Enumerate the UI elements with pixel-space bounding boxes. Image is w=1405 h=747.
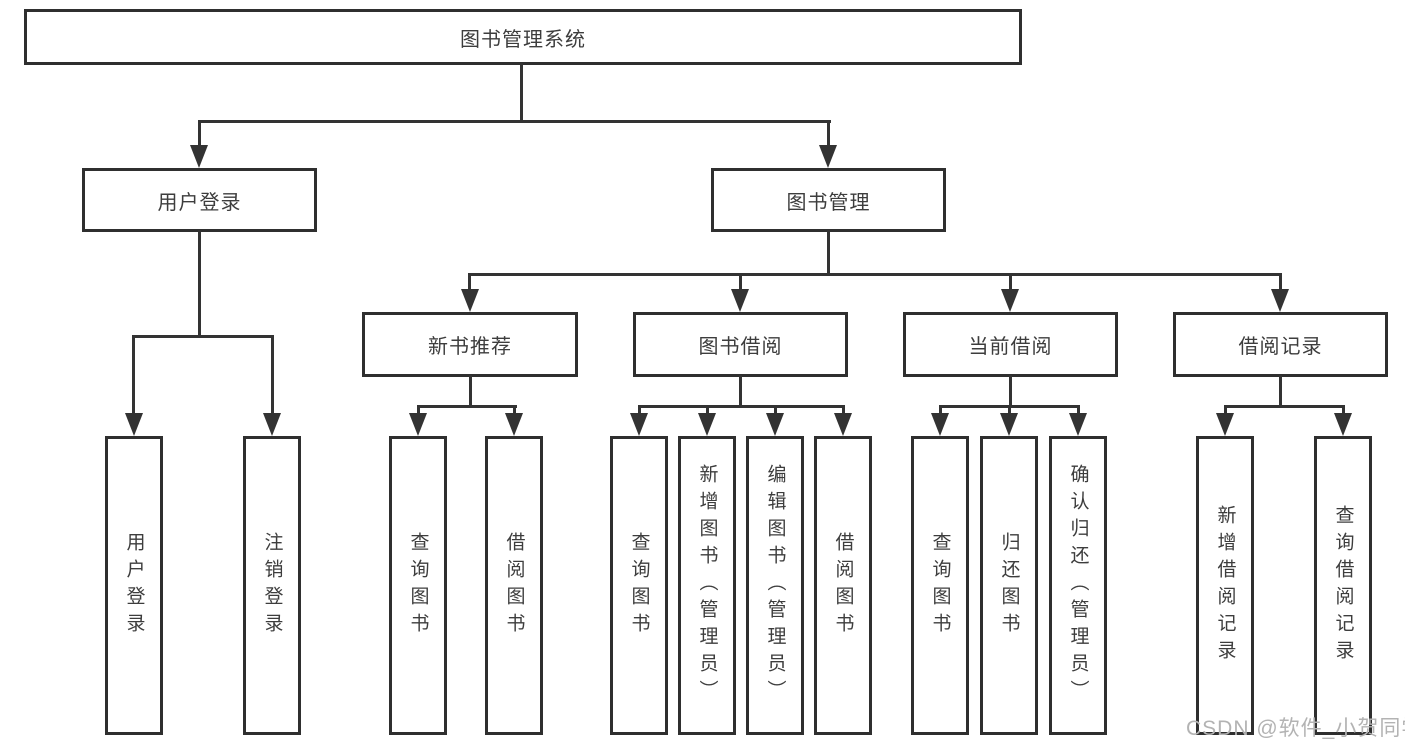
- connector-line: [1279, 375, 1282, 407]
- csdn-watermark: CSDN @软件_小贺同学: [1186, 717, 1405, 740]
- connector-line: [1077, 405, 1080, 417]
- arrow-down: [1000, 413, 1018, 436]
- connector-line: [1009, 375, 1012, 407]
- arrow-down: [630, 413, 648, 436]
- connector-line: [132, 335, 135, 416]
- node-current-borrowing: 当前借阅: [903, 312, 1118, 377]
- leaf-borrow-books-recommend: 借阅图书: [485, 436, 543, 735]
- leaf-user-login: 用户登录: [105, 436, 163, 735]
- arrow-down: [819, 145, 837, 168]
- arrow-down: [731, 289, 749, 312]
- connector-line: [468, 273, 1282, 276]
- connector-line: [638, 405, 845, 408]
- leaf-edit-books-admin: 编辑图书（管理员）: [746, 436, 804, 735]
- arrow-down: [931, 413, 949, 436]
- arrow-down: [505, 413, 523, 436]
- leaf-query-books-recommend: 查询图书: [389, 436, 447, 735]
- node-new-book-recommendation: 新书推荐: [362, 312, 578, 377]
- connector-line: [706, 405, 709, 417]
- leaf-query-borrow-record: 查询借阅记录: [1314, 436, 1372, 735]
- connector-line: [271, 335, 274, 416]
- leaf-logout-login: 注销登录: [243, 436, 301, 735]
- arrow-down: [834, 413, 852, 436]
- arrow-down: [698, 413, 716, 436]
- connector-line: [638, 405, 641, 417]
- connector-line: [739, 273, 742, 293]
- leaf-add-books-admin: 新增图书（管理员）: [678, 436, 736, 735]
- connector-line: [198, 120, 831, 123]
- leaf-borrow-books-borrowing: 借阅图书: [814, 436, 872, 735]
- arrow-down: [1216, 413, 1234, 436]
- connector-line: [1224, 405, 1227, 417]
- node-borrowing-records: 借阅记录: [1173, 312, 1388, 377]
- connector-line: [198, 230, 201, 337]
- connector-line: [939, 405, 942, 417]
- connector-line: [1279, 273, 1282, 293]
- arrow-down: [461, 289, 479, 312]
- connector-line: [1224, 405, 1345, 408]
- connector-line: [520, 63, 523, 122]
- arrow-down: [1271, 289, 1289, 312]
- node-user-login: 用户登录: [82, 168, 317, 232]
- node-root: 图书管理系统: [24, 9, 1022, 65]
- leaf-query-books-current: 查询图书: [911, 436, 969, 735]
- arrow-down: [125, 413, 143, 436]
- leaf-add-borrow-record: 新增借阅记录: [1196, 436, 1254, 735]
- arrow-down: [766, 413, 784, 436]
- node-book-borrowing: 图书借阅: [633, 312, 848, 377]
- arrow-down: [1334, 413, 1352, 436]
- arrow-down: [190, 145, 208, 168]
- connector-line: [417, 405, 420, 417]
- arrow-down: [263, 413, 281, 436]
- leaf-confirm-return-admin: 确认归还（管理员）: [1049, 436, 1107, 735]
- connector-line: [842, 405, 845, 417]
- leaf-query-books-borrowing: 查询图书: [610, 436, 668, 735]
- connector-line: [827, 230, 830, 275]
- leaf-return-books: 归还图书: [980, 436, 1038, 735]
- connector-line: [469, 375, 472, 407]
- connector-line: [739, 375, 742, 407]
- connector-line: [468, 273, 471, 293]
- connector-line: [198, 120, 201, 148]
- connector-line: [1009, 273, 1012, 293]
- node-book-management: 图书管理: [711, 168, 946, 232]
- arrow-down: [409, 413, 427, 436]
- connector-line: [513, 405, 516, 417]
- connector-line: [827, 120, 830, 148]
- arrow-down: [1001, 289, 1019, 312]
- connector-line: [132, 335, 274, 338]
- arrow-down: [1069, 413, 1087, 436]
- connector-line: [1008, 405, 1011, 417]
- connector-line: [774, 405, 777, 417]
- connector-line: [1342, 405, 1345, 417]
- connector-line: [417, 405, 517, 408]
